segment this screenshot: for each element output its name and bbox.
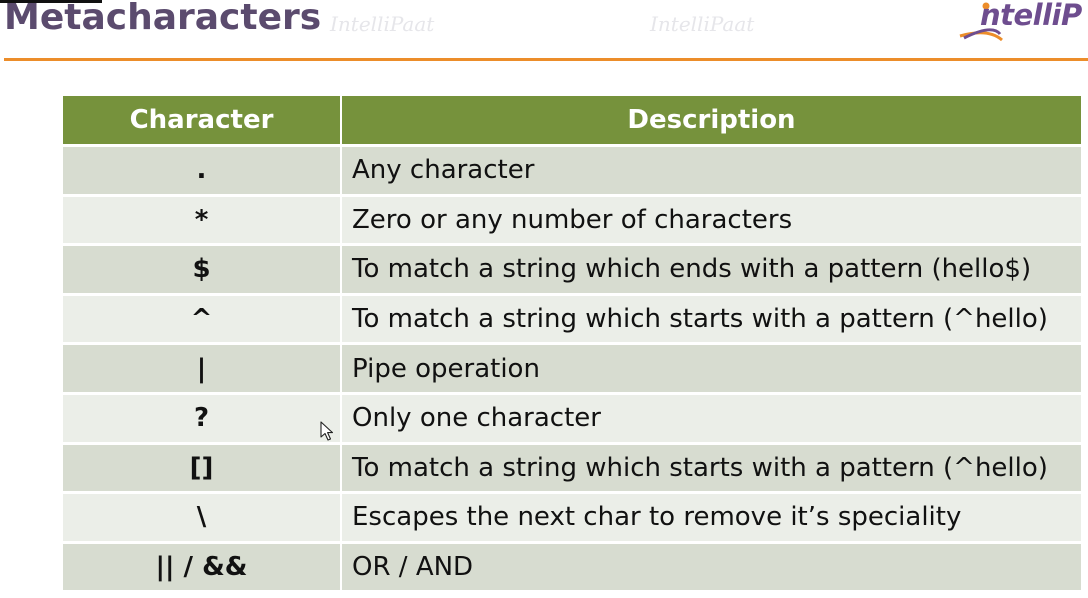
watermark: IntelliPaat — [330, 12, 435, 36]
char-cell: $ — [63, 243, 342, 295]
table-row: ^ To match a string which starts with a … — [63, 292, 1081, 344]
table-row: [] To match a string which starts with a… — [63, 441, 1081, 493]
intellipaat-logo-icon: ntelliP — [958, 0, 1088, 44]
char-cell: * — [63, 193, 342, 245]
header-character: Character — [63, 96, 342, 146]
desc-cell: To match a string which starts with a pa… — [341, 441, 1081, 493]
table-row: . Any character — [63, 144, 1081, 196]
desc-cell: Zero or any number of characters — [341, 193, 1081, 245]
table-header-row: Character Description — [63, 96, 1081, 146]
char-cell: || / && — [63, 540, 342, 591]
char-cell: ^ — [63, 292, 342, 344]
desc-cell: To match a string which ends with a patt… — [341, 243, 1081, 295]
desc-cell: OR / AND — [341, 540, 1081, 591]
desc-cell: Any character — [341, 144, 1081, 196]
char-cell: \ — [63, 491, 342, 543]
slide-title: Metacharacters — [4, 0, 322, 38]
table-row: \ Escapes the next char to remove it’s s… — [63, 491, 1081, 543]
watermark: IntelliPaat — [650, 12, 755, 36]
table-row: * Zero or any number of characters — [63, 193, 1081, 245]
mouse-pointer-icon — [320, 421, 334, 445]
table-row: $ To match a string which ends with a pa… — [63, 243, 1081, 295]
char-cell: . — [63, 144, 342, 196]
title-underline — [4, 58, 1088, 61]
table-row: | Pipe operation — [63, 342, 1081, 394]
desc-cell: Only one character — [341, 391, 1081, 444]
desc-cell: Escapes the next char to remove it’s spe… — [341, 491, 1081, 543]
desc-cell: To match a string which starts with a pa… — [341, 292, 1081, 344]
top-edge-bar — [0, 0, 102, 3]
table-row: ? Only one character — [63, 391, 1081, 444]
char-cell: | — [63, 342, 342, 394]
metacharacters-table: Character Description . Any character * … — [63, 96, 1081, 591]
desc-cell: Pipe operation — [341, 342, 1081, 394]
char-cell: ? — [63, 391, 342, 444]
char-cell: [] — [63, 441, 342, 493]
header-description: Description — [341, 96, 1081, 146]
logo-text: ntelliP — [980, 0, 1082, 32]
table-row: || / && OR / AND — [63, 540, 1081, 591]
